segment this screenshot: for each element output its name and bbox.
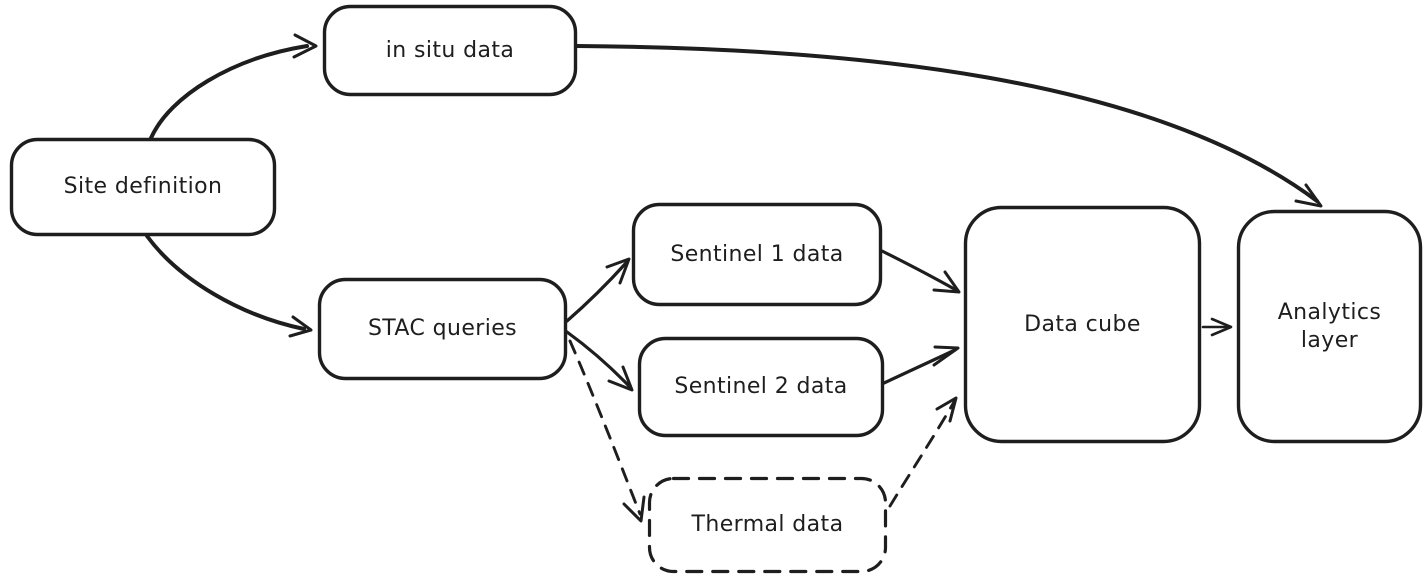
node-box-site-definition [9,137,277,237]
edge-site-definition-to-in-situ-data [149,33,318,140]
node-box-stac-queries [317,277,568,381]
node-site-definition: Site definition [10,138,276,236]
edge-sentinel-2-data-to-data-cube [882,345,960,385]
edge-sentinel-1-data-to-data-cube [880,249,961,294]
node-label-in-situ-data: in situ data [385,37,515,63]
node-box-analytics-layer [1236,209,1423,444]
edge-stac-queries-to-sentinel-1-data [565,257,631,323]
node-label-thermal-data: Thermal data [691,512,844,538]
node-box-sentinel-2-data [637,336,885,438]
node-box-in-situ-data [322,4,578,97]
node-analytics-layer: Analytics layer [1237,210,1422,443]
node-data-cube: Data cube [964,206,1201,443]
node-box-thermal-data [647,476,888,574]
node-label-sentinel-2-data: Sentinel 2 data [674,374,848,400]
edge-stac-queries-to-sentinel-2-data [565,330,634,392]
edge-data-cube-to-analytics-layer [1201,317,1233,337]
node-label-site-definition: Site definition [63,174,223,200]
edge-in-situ-data-to-analytics-layer [575,44,1323,208]
node-sentinel-1-data: Sentinel 1 data [632,203,882,306]
node-thermal-data: Thermal data [648,477,887,573]
node-sentinel-2-data: Sentinel 2 data [638,337,884,437]
node-box-data-cube [963,205,1202,444]
edge-site-definition-to-stac-queries [145,234,313,338]
node-box-sentinel-1-data [631,202,883,307]
node-label-stac-queries: STAC queries [367,316,518,342]
node-label-data-cube: Data cube [1024,311,1141,337]
edge-thermal-data-to-data-cube [888,396,958,508]
edge-stac-queries-to-thermal-data [568,339,646,523]
node-label-analytics-layer: Analytics layer [1277,300,1382,353]
node-stac-queries: STAC queries [318,278,567,380]
node-label-sentinel-1-data: Sentinel 1 data [670,241,844,267]
node-in-situ-data: in situ data [323,5,577,96]
